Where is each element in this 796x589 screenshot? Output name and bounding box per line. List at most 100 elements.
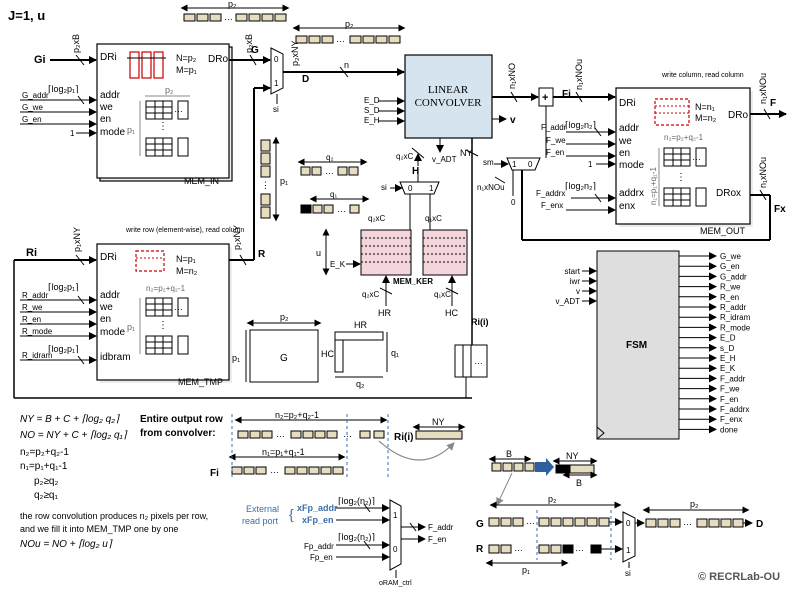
fsm-output-14: F_en — [720, 395, 738, 404]
conv-ny: NY — [460, 148, 473, 158]
mem-tmp-port-idbram: idbram — [100, 352, 131, 363]
mem-tmp-n-label: N=p₁ — [176, 254, 196, 264]
sig-fi: Fi — [562, 89, 571, 100]
sig-fwe: F_we — [546, 136, 566, 145]
fsm-output-9: s_D — [720, 344, 734, 353]
mem-out-block: write column, read column DRi addr we en… — [615, 72, 753, 236]
mem-in-addr-width: ⌈log₂p₁⌉ — [48, 84, 79, 94]
xfp-en: xFp_en — [302, 515, 334, 525]
mux-zero: 0 — [511, 198, 516, 207]
ext-mux-0: 0 — [393, 545, 398, 554]
svg-text:…: … — [224, 12, 233, 22]
bus-n: n — [344, 60, 349, 70]
fsm-output-13: F_we — [720, 385, 740, 394]
bus-dro-width: p₂xB — [244, 34, 254, 53]
mem-out-port-enx: enx — [619, 201, 635, 212]
mux-g-label: G — [251, 45, 259, 56]
mem-out-port-en: en — [619, 148, 630, 159]
hc-label: HC — [321, 349, 334, 359]
mem-out-inner-top: n₂=p₂+q₂-1 — [664, 133, 704, 142]
n1-label-row: n₁=p₁+q₁-1 — [262, 447, 305, 457]
column-p1: ⋮ p₁ — [260, 136, 288, 222]
kernel-q2xc-b: q₂xC — [362, 290, 380, 299]
mem-tmp-inner-top: n₂=p₂+q₂-1 — [146, 284, 186, 293]
svg-text:{: { — [289, 506, 294, 522]
fsm-output-12: F_addr — [720, 374, 746, 383]
mem-tmp-block: write row (element-wise), read column DR… — [96, 227, 244, 387]
svg-text:0: 0 — [626, 519, 631, 528]
top-row-p2: p₂ … — [180, 0, 290, 22]
mem-in-port-we: we — [99, 102, 113, 113]
fsm-output-5: R_addr — [720, 303, 747, 312]
mem-out-port-drox: DRox — [716, 188, 741, 199]
mux-nxnou: n₁xNOu — [477, 183, 505, 192]
column-p1-label: p₁ — [280, 176, 288, 186]
kernel-u: u — [316, 248, 321, 258]
sig-ri: Ri — [26, 247, 37, 259]
svg-text:1: 1 — [429, 184, 434, 193]
gr-shift-figure: B NY B p₂ G … R … … p₁ 01 si — [476, 449, 763, 578]
svg-text:+: + — [542, 92, 548, 104]
svg-text:…: … — [336, 34, 345, 44]
kernel-hr: HR — [378, 308, 391, 318]
sig-fenx: F_enx — [541, 201, 563, 210]
input-mux: 0 1 si — [270, 47, 284, 114]
fsm-output-0: G_we — [720, 252, 741, 261]
conv-out-v: v — [510, 115, 516, 126]
fsm-output-2: G_addr — [720, 272, 747, 281]
bus-gi-width: p₂xB — [71, 34, 81, 53]
ri-i-register: Ri(i) … — [454, 317, 489, 398]
b-label-1: B — [506, 449, 512, 459]
kernel-q1xc-b: q₁xC — [434, 290, 451, 299]
sig-one-in: 1 — [70, 129, 75, 138]
ext-mux-1: 1 — [393, 511, 398, 520]
adder: + n₁xNOu Fi — [538, 59, 616, 158]
mem-out-port-mode: mode — [619, 160, 644, 171]
svg-text:…: … — [276, 429, 285, 439]
svg-text:…: … — [325, 166, 334, 176]
sig-gi: Gi — [34, 54, 46, 66]
bus-tmp-out: p₁xNY — [232, 225, 242, 250]
fsm-output-17: done — [720, 425, 738, 434]
p1-label-br: p₁ — [522, 565, 530, 575]
mem-out-note: write column, read column — [661, 72, 744, 79]
fp-addr: Fp_addr — [304, 542, 334, 551]
svg-text:0: 0 — [408, 184, 413, 193]
top-p2-label-b: p₂ — [345, 19, 354, 29]
fsm-output-11: E_K — [720, 364, 736, 373]
mem-out-bus-in: n₁xNOu — [574, 59, 584, 90]
kernel-name: MEM_KER — [393, 277, 433, 286]
mem-in-n-label: N=p₂ — [176, 53, 197, 63]
mem-tmp-idram-width: ⌈log₂p₁⌉ — [48, 344, 79, 354]
bus-d-width: p₂xNY — [290, 40, 300, 66]
mux-si: si — [273, 105, 279, 114]
kernel-q2xc: q₂xC — [368, 214, 386, 223]
mem-out-addrx-w: ⌈log₂n₂⌉ — [565, 181, 596, 191]
mem-out-n-label: N=n₁ — [695, 102, 715, 112]
mem-out-bus-out: n₁xNOu — [758, 73, 768, 104]
entire-row-1: Entire output row — [140, 414, 223, 425]
mem-out-name: MEM_OUT — [700, 226, 746, 236]
kernel-hc: HC — [445, 308, 458, 318]
oram-ctrl: oRAM_ctrl — [379, 580, 412, 587]
mem-tmp-port-dri: DRi — [100, 252, 117, 263]
sig-f: F — [770, 98, 776, 109]
mem-out-port-we: we — [618, 136, 632, 147]
sig-d: D — [302, 74, 309, 85]
mem-in-inner-p1: p₁ — [127, 125, 135, 135]
p2-label-br: p₂ — [548, 494, 557, 504]
eq-c1: p₂≥q₂ — [34, 476, 58, 487]
sig-gen: G_en — [22, 115, 42, 124]
g-top-label: p₂ — [280, 312, 289, 322]
sig-raddr: R_addr — [22, 291, 49, 300]
linear-convolver: LINEAR CONVOLVER E_D S_D E_H — [364, 54, 493, 139]
mem-tmp-name: MEM_TMP — [178, 377, 223, 387]
g-row-label: G — [476, 519, 484, 530]
svg-text:…: … — [337, 204, 346, 214]
svg-text:…: … — [692, 152, 701, 162]
svg-text:…: … — [474, 356, 483, 366]
br-si: si — [625, 569, 631, 578]
fsm-input-3: v_ADT — [556, 297, 581, 306]
fsm-output-8: E_D — [720, 334, 736, 343]
fsm-output-1: G_en — [720, 262, 740, 271]
